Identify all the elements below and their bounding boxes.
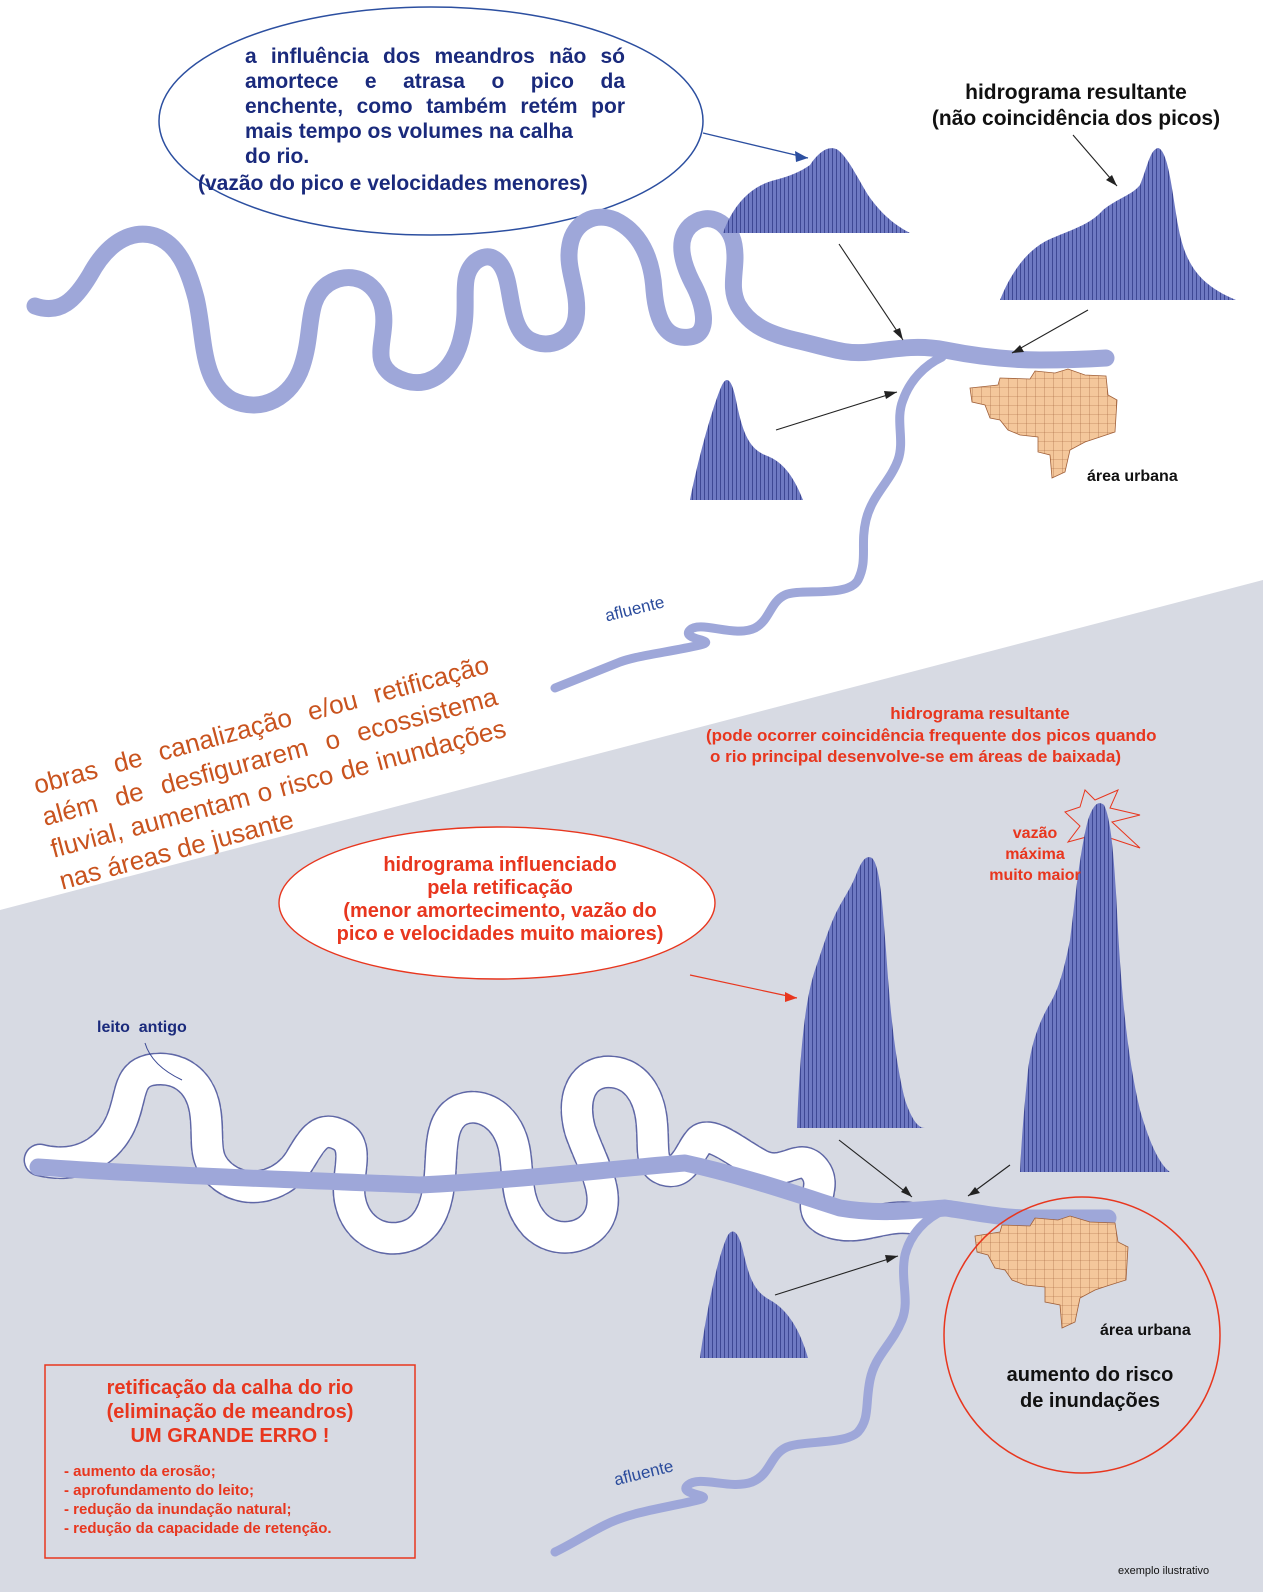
resultant-note-line-2: o rio principal desenvolve-se em áreas d… (710, 747, 1122, 766)
tributary-river (550, 352, 947, 693)
resultant-title-bottom: hidrograma resultante (890, 704, 1070, 723)
peak-line-1: vazão (1012, 825, 1058, 842)
meander-callout-last-line: (vazão do pico e velocidades menores) (198, 172, 588, 195)
rect-callout-line-1: hidrograma influenciado (383, 854, 617, 876)
urban-label-bottom: área urbana (1100, 1322, 1191, 1339)
warning-item-4: - redução da capacidade de retenção. (64, 1520, 332, 1537)
rect-callout-line-2: pela retificação (427, 877, 573, 899)
flood-risk-label: aumento do risco de inundações (990, 1362, 1190, 1414)
warning-title-line-3: UM GRANDE ERRO ! (130, 1425, 330, 1447)
peak-line-3: muito maior (989, 867, 1081, 884)
risk-line-1: aumento do risco (1006, 1364, 1174, 1386)
rectification-callout-text: hidrograma influenciado pela retificação… (300, 854, 700, 946)
resultant-note-line-1: (pode ocorrer coincidência frequente dos… (706, 726, 1157, 745)
callout-line-4: mais tempo os volumes na calha (245, 120, 573, 143)
tributary-hydrograph-bottom (700, 1231, 808, 1358)
callout-line-1: a influência dos meandros não só (245, 45, 625, 68)
warning-title-line-2: (eliminação de meandros) (106, 1401, 354, 1423)
resultant-title-top: hidrograma resultante (não coincidência … (926, 80, 1226, 132)
warning-title-line-1: retificação da calha do rio (106, 1377, 354, 1399)
warning-item-2: - aprofundamento do leito; (64, 1482, 254, 1499)
rectified-hydrograph (797, 857, 925, 1128)
old-bed-label: leito antigo (97, 1019, 187, 1036)
resultant-note-bottom: (pode ocorrer coincidência frequente dos… (706, 725, 1240, 767)
peak-discharge-label: vazão máxima muito maior (985, 823, 1085, 886)
peak-burst (1064, 789, 1141, 857)
rect-callout-line-3: (menor amortecimento, vazão do (343, 900, 657, 922)
tributary-hydrograph-top (690, 380, 803, 500)
callout-line-5: do rio. (245, 145, 310, 168)
tributary-river-bottom (550, 1205, 950, 1557)
footnote: exemplo ilustrativo (1118, 1565, 1210, 1577)
peak-line-2: máxima (1005, 846, 1065, 863)
rect-callout-line-4: pico e velocidades muito maiores) (336, 923, 664, 945)
resultant-hydrograph-top (1000, 148, 1236, 300)
meander-callout-ellipse (158, 6, 704, 236)
callout-line-3: enchente, como também retém por (245, 95, 625, 118)
resultant-subtitle-top-line: (não coincidência dos picos) (931, 107, 1221, 130)
resultant-title-top-line: hidrograma resultante (965, 81, 1187, 104)
straightened-river (29, 1154, 1117, 1227)
callout-pointer (702, 132, 809, 159)
urban-area-top (969, 368, 1118, 479)
rectification-callout-pointer (689, 974, 798, 999)
meandering-river (26, 208, 1115, 414)
urban-label-top: área urbana (1087, 468, 1178, 485)
resultant-hydrograph-bottom (1020, 803, 1170, 1172)
warning-item-3: - redução da inundação natural; (64, 1501, 292, 1518)
warning-box (44, 1364, 416, 1559)
flood-risk-circle (943, 1196, 1221, 1474)
warning-item-1: - aumento da erosão; (64, 1463, 216, 1480)
urban-area-bottom (974, 1215, 1129, 1329)
warning-box-list: - aumento da erosão; - aprofundamento do… (64, 1462, 409, 1538)
callout-line-2: amortece e atrasa o pico da (245, 70, 625, 93)
risk-line-2: de inundações (1019, 1390, 1161, 1412)
rectification-callout-ellipse (278, 826, 716, 980)
warning-box-title: retificação da calha do rio (eliminação … (60, 1376, 400, 1448)
meander-hydrograph (723, 148, 910, 233)
meander-callout-text: a influência dos meandros não só amortec… (245, 44, 625, 169)
